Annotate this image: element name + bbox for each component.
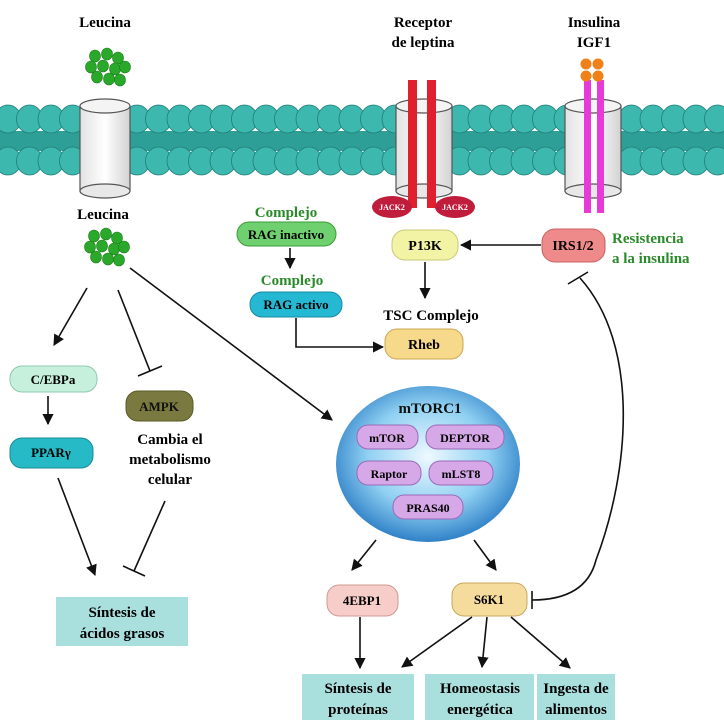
svg-text:mTORC1: mTORC1 [398,401,461,417]
arrow-s6k1-to-homeostasis [477,616,489,669]
leucine-molecules-intracellular [84,227,130,267]
insulina-label: Insulina [568,15,621,31]
svg-text:Ingesta de: Ingesta de [543,681,609,697]
ampk-box: AMPK [125,390,194,422]
cambia-label-1: Cambia el [137,432,202,448]
svg-text:JACK2: JACK2 [442,203,468,212]
complejo-label-1: Complejo [255,205,318,221]
cambia-label-3: celular [148,472,192,488]
insulin-receptor [584,80,604,213]
sintesis-acidos-grasos-box: Síntesis de ácidos grasos [56,597,188,646]
jack2-right: JACK2 [435,196,475,218]
jack2-left: JACK2 [372,196,412,218]
svg-text:Síntesis de: Síntesis de [88,605,155,621]
leptin-receptor [408,80,436,208]
s6k1-box: S6K1 [451,582,528,617]
svg-text:C/EBPa: C/EBPa [31,372,76,387]
resistencia-label-2: a la insulina [612,251,690,267]
inhibit-ampk-to-sintesis [133,500,166,572]
arrow-s6k1-to-ingesta [510,616,571,669]
svg-text:RAG inactivo: RAG inactivo [248,227,324,242]
homeostasis-box: Homeostasis energética [425,674,534,720]
svg-text:PRAS40: PRAS40 [406,501,449,515]
cambia-label-2: metabolismo [129,452,211,468]
mtor-subunit: mTOR [356,424,419,450]
4ebp1-box: 4EBP1 [326,584,399,617]
igf1-label: IGF1 [577,35,611,51]
svg-text:RAG activo: RAG activo [263,297,328,312]
inhibit-irs-feedback [531,277,625,601]
arrow-leucine-to-mtorc1 [129,267,333,421]
arrow-leucine-to-cebpa [53,287,88,346]
leptin-receptor-channel [395,98,453,199]
receptor-label-1: Receptor [394,15,453,31]
p13k-box: P13K [391,229,459,261]
svg-text:JACK2: JACK2 [379,203,405,212]
svg-text:Síntesis de: Síntesis de [324,681,391,697]
svg-text:P13K: P13K [408,239,442,254]
arrow-ppar-to-sintesis [57,477,97,577]
svg-text:IRS1/2: IRS1/2 [552,239,593,254]
sintesis-proteinas-box: Síntesis de proteínas [302,674,414,720]
svg-text:Rheb: Rheb [408,338,440,353]
svg-text:proteínas: proteínas [328,702,388,718]
mlst8-subunit: mLST8 [428,460,494,486]
svg-text:mTOR: mTOR [369,431,405,445]
svg-text:AMPK: AMPK [139,399,180,414]
rag-activo-box: RAG activo [249,291,343,318]
pras40-subunit: PRAS40 [392,494,464,520]
svg-text:DEPTOR: DEPTOR [440,431,490,445]
irs-box: IRS1/2 [541,228,606,263]
svg-text:Raptor: Raptor [371,467,408,481]
leucine-transporter [79,98,131,199]
cebpa-box: C/EBPa [9,365,98,393]
deptor-subunit: DEPTOR [425,424,505,450]
insulin-ligand [580,58,604,82]
complejo-label-2: Complejo [261,273,324,289]
receptor-label-2: de leptina [392,35,455,51]
leucina-inside-label: Leucina [77,207,129,223]
rag-inactivo-box: RAG inactivo [236,221,337,247]
insulin-receptor-channel [564,98,622,199]
svg-text:energética: energética [447,702,513,718]
tsc-complejo-label: TSC Complejo [383,308,478,324]
arrow-mtorc1-to-4ebp1 [351,539,377,571]
ppar-box: PPARγ [9,437,94,469]
svg-text:PPARγ: PPARγ [31,445,71,460]
arrow-s6k1-to-proteinas [401,616,473,668]
svg-text:Homeostasis: Homeostasis [440,681,520,697]
leucine-molecules-extracellular [85,47,131,87]
pathway-arrows [42,239,625,670]
svg-text:S6K1: S6K1 [474,592,504,607]
svg-text:alimentos: alimentos [545,702,607,718]
leucina-top-label: Leucina [79,15,131,31]
resistencia-label-1: Resistencia [612,231,684,247]
arrow-rag-to-rheb [295,318,385,353]
ingesta-box: Ingesta de alimentos [537,674,615,720]
rheb-box: Rheb [384,328,464,360]
inhibit-leucine-to-ampk [117,289,151,372]
raptor-subunit: Raptor [356,460,422,486]
svg-text:4EBP1: 4EBP1 [343,593,381,608]
svg-text:ácidos grasos: ácidos grasos [80,626,165,642]
svg-text:mLST8: mLST8 [442,467,481,481]
arrow-mtorc1-to-s6k1 [473,539,497,571]
